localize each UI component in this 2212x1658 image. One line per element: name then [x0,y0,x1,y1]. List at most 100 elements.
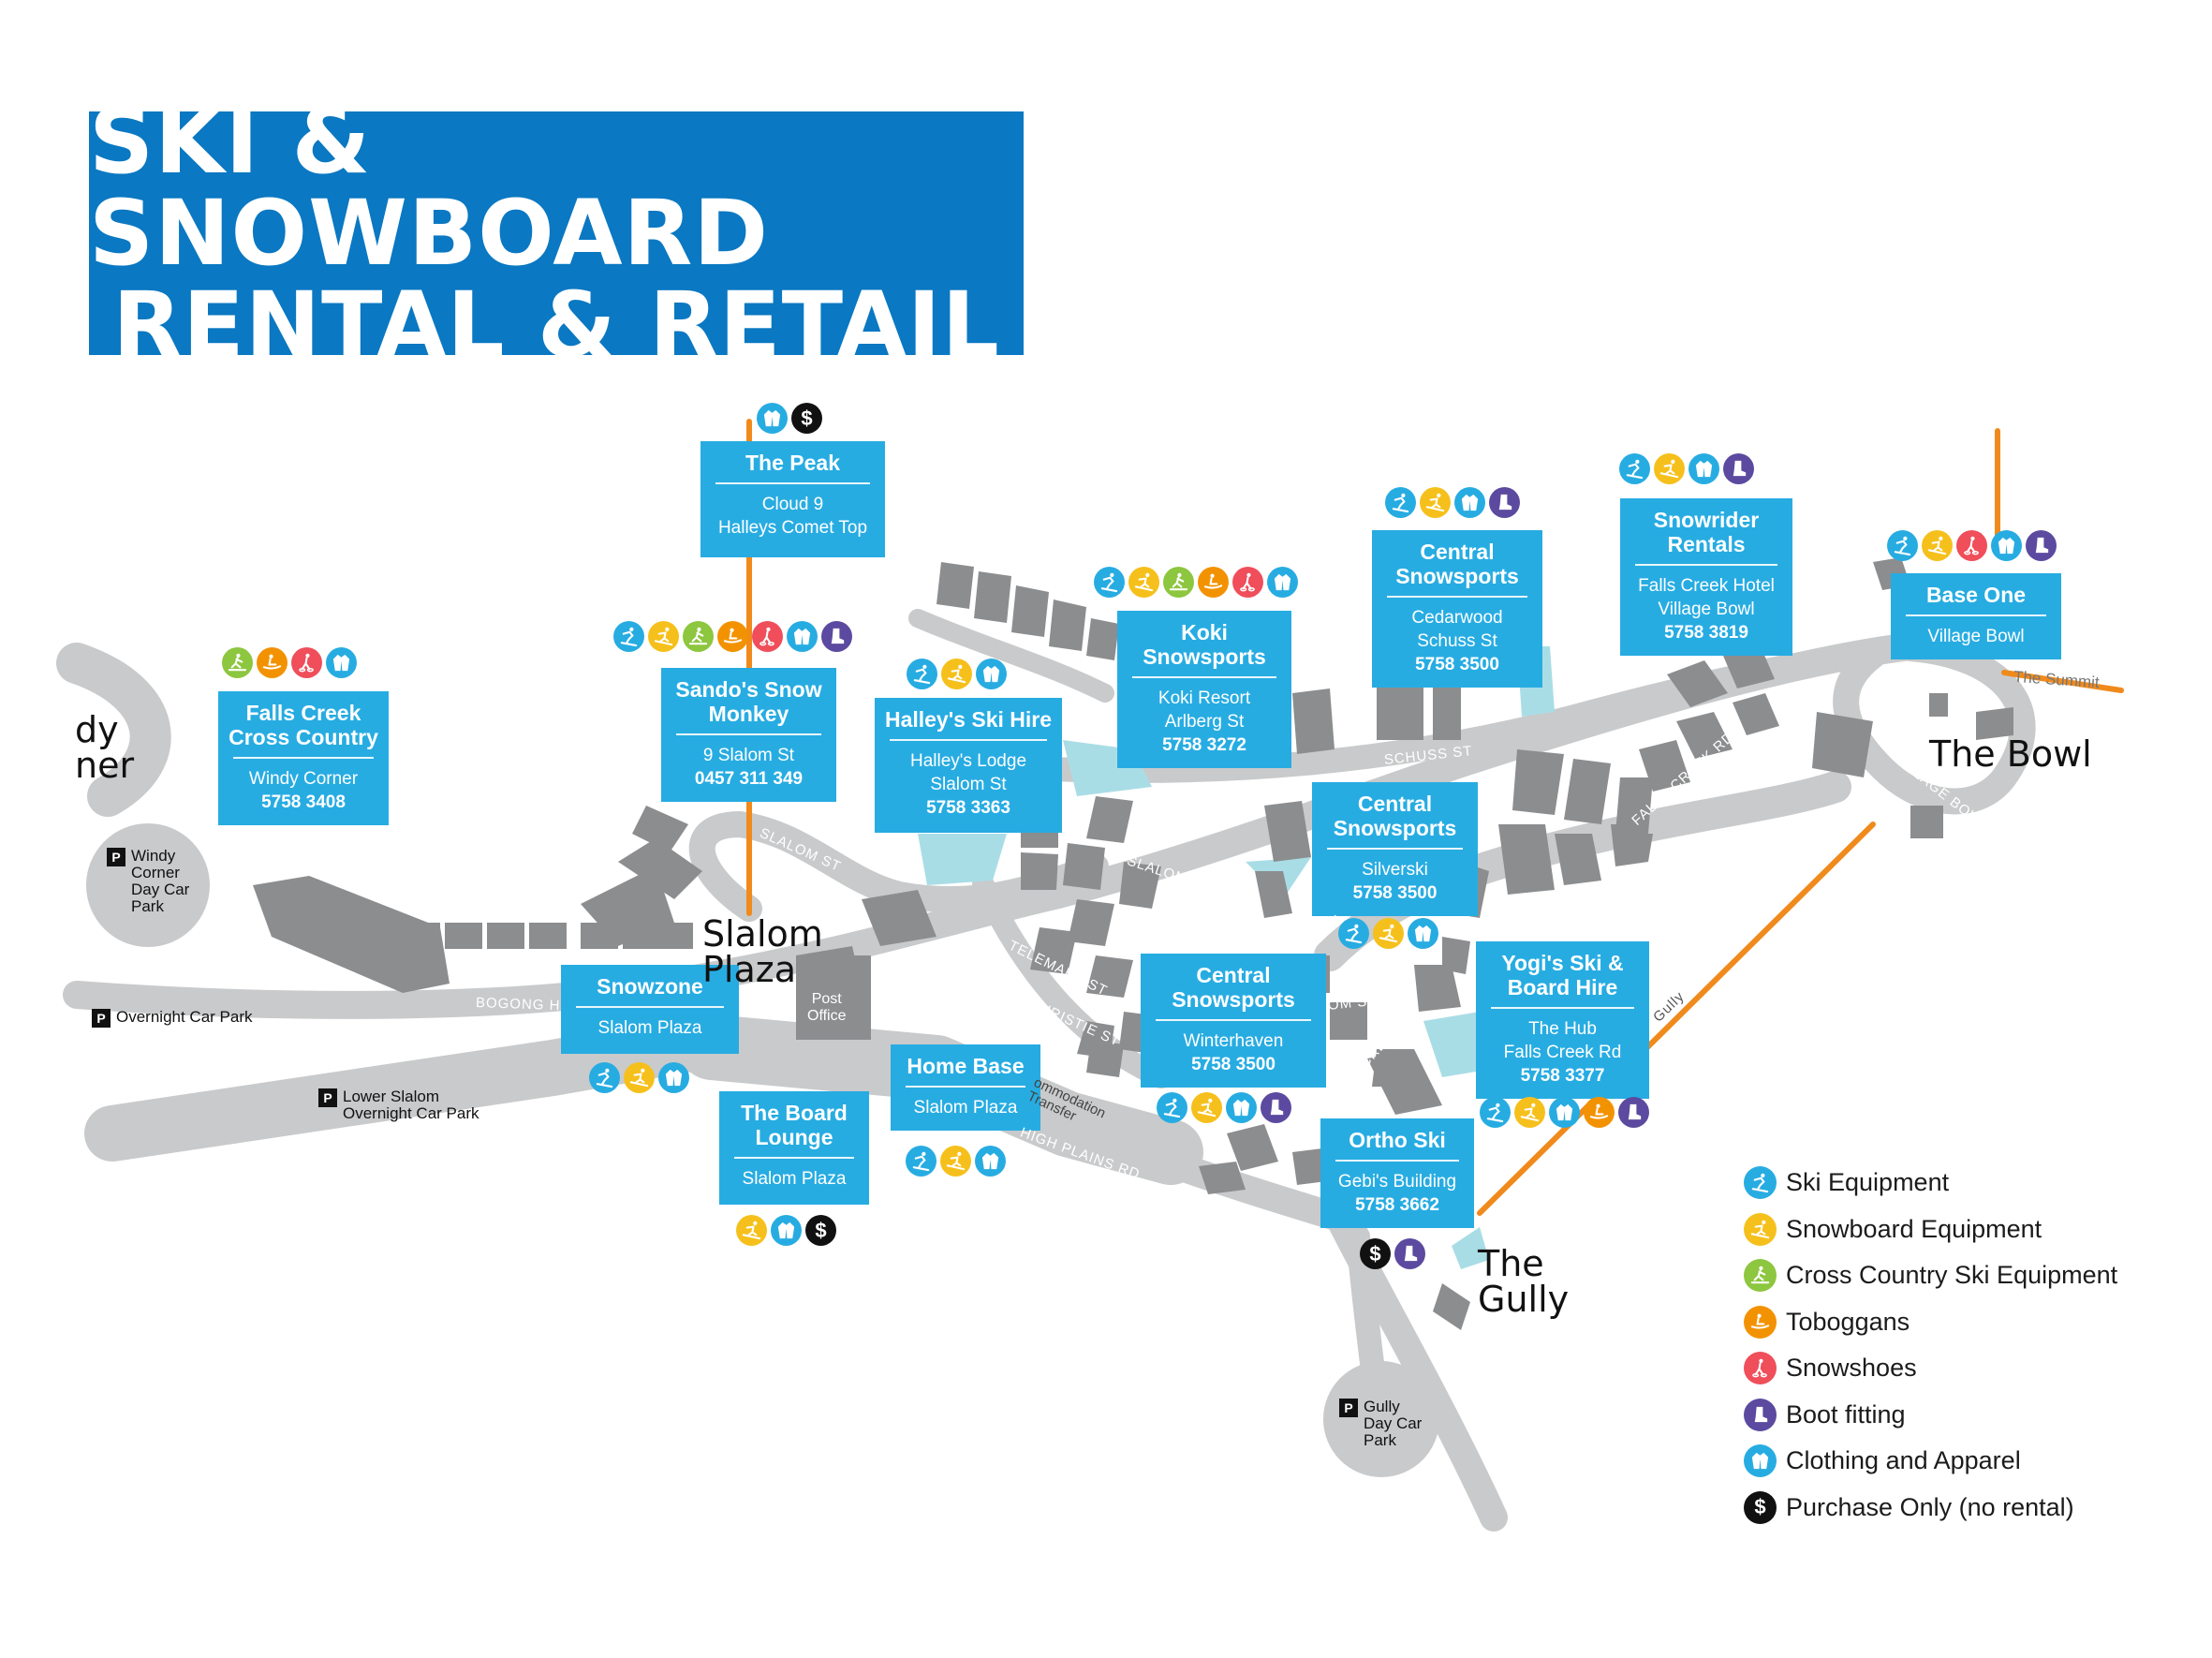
boot-icon [1618,1097,1649,1128]
shop-phone: 5758 3272 [1162,735,1246,755]
skier-icon [1157,1092,1187,1123]
shop-address-line: 9 Slalom St [702,746,795,765]
shop-address-line: Falls Creek Hotel [1638,576,1775,596]
shop-name: Falls Creek Cross Country [229,701,378,749]
shop-service-icons [1619,453,1754,484]
snowboarder-icon [736,1215,767,1246]
legend-item-ski: Ski Equipment [1744,1160,2117,1206]
shop-address-line: Village Bowl [1927,627,2025,646]
toboggan-icon [1744,1305,1777,1339]
shop-divider [1327,848,1463,850]
cross-country-skier-icon [1744,1259,1777,1293]
shop-address-line: Winterhaven [1183,1031,1284,1051]
shop-address-line: Slalom Plaza [913,1098,1018,1118]
shop-name: Sando's Snow Monkey [675,677,822,726]
snowboarder-icon [648,621,679,652]
legend-label: Snowboard Equipment [1786,1214,2042,1243]
shop-divider [1132,676,1276,678]
shop-address-line: Gebi's Building [1337,1172,1457,1192]
shop-sandos-snow-monkey[interactable]: Sando's Snow Monkey 9 Slalom St 0457 311 3… [661,668,836,802]
post-office-building [796,955,871,1040]
legend-item-boot: Boot fitting [1744,1392,2117,1439]
shop-phone: 5758 3500 [1352,883,1438,903]
parking-icon: P [107,848,125,866]
parking-icon: P [92,1009,111,1028]
jacket-icon [1744,1444,1777,1478]
dollar-icon: $ [791,403,822,434]
shop-address-line: Koki Resort [1158,688,1251,708]
shop-divider [576,1006,724,1008]
lift-summit [2001,670,2124,693]
jacket-icon [1549,1097,1580,1128]
place-slalom-plaza: Slalom Plaza [702,913,823,990]
shop-address-line: Halley's Lodge [909,751,1027,771]
jacket-icon [658,1062,689,1093]
shop-phone: 5758 3500 [1415,655,1499,674]
shop-divider [676,733,821,735]
shop-service-icons [906,1146,1006,1177]
shop-phone: 5758 3363 [926,798,1010,818]
shop-phone: 0457 311 349 [694,769,804,789]
place-the-gully: The Gully [1478,1243,1570,1320]
legend-item-snowshoe: Snowshoes [1744,1345,2117,1392]
shop-divider [233,757,374,759]
snowboarder-icon [940,1146,971,1177]
jacket-icon [1688,453,1719,484]
dollar-icon: $ [1744,1490,1777,1524]
shop-address-line: Falls Creek Rd [1503,1043,1622,1062]
snowshoe-icon [752,621,783,652]
legend-item-toboggan: Toboggans [1744,1299,2117,1346]
legend-label: Purchase Only (no rental) [1786,1492,2074,1521]
skier-icon [613,621,644,652]
legend-label: Ski Equipment [1786,1168,1950,1197]
street-snow: SNOW [504,957,552,973]
place-the-bowl: The Bowl [1929,733,2092,775]
shop-address-line: Halleys Comet Top [717,518,868,538]
shop-divider [1335,1160,1459,1162]
shop-name: The Board Lounge [741,1101,848,1149]
shop-phone: 5758 3377 [1520,1066,1605,1086]
cross-country-skier-icon [1163,567,1194,598]
title-banner: SKI & SNOWBOARD RENTAL & RETAIL [89,96,1024,371]
shop-name: The Peak [745,451,840,475]
skier-icon [1887,530,1918,561]
skier-icon [907,659,937,689]
boot-icon [821,621,852,652]
title-line-2: RENTAL & RETAIL [112,273,1000,377]
shop-name: Halley's Ski Hire [884,707,1053,732]
boot-icon [1489,487,1520,518]
jacket-icon [757,403,788,434]
shop-address-line: Arlberg St [1164,712,1245,732]
skier-icon [1480,1097,1511,1128]
boot-icon [1744,1398,1777,1431]
toboggan-icon [717,621,748,652]
snowboarder-icon [1922,530,1953,561]
snowboarder-icon [624,1062,655,1093]
legend-label: Snowshoes [1786,1354,1917,1383]
shop-service-icons: $ [736,1215,836,1246]
snowboarder-icon [941,659,972,689]
snowshoe-icon [1956,530,1987,561]
shop-service-icons [1157,1092,1291,1123]
road-village-bowl [1833,635,2036,815]
shop-divider [1906,614,2046,616]
shop-service-icons [1338,918,1438,949]
road-windy-corner [56,643,171,817]
